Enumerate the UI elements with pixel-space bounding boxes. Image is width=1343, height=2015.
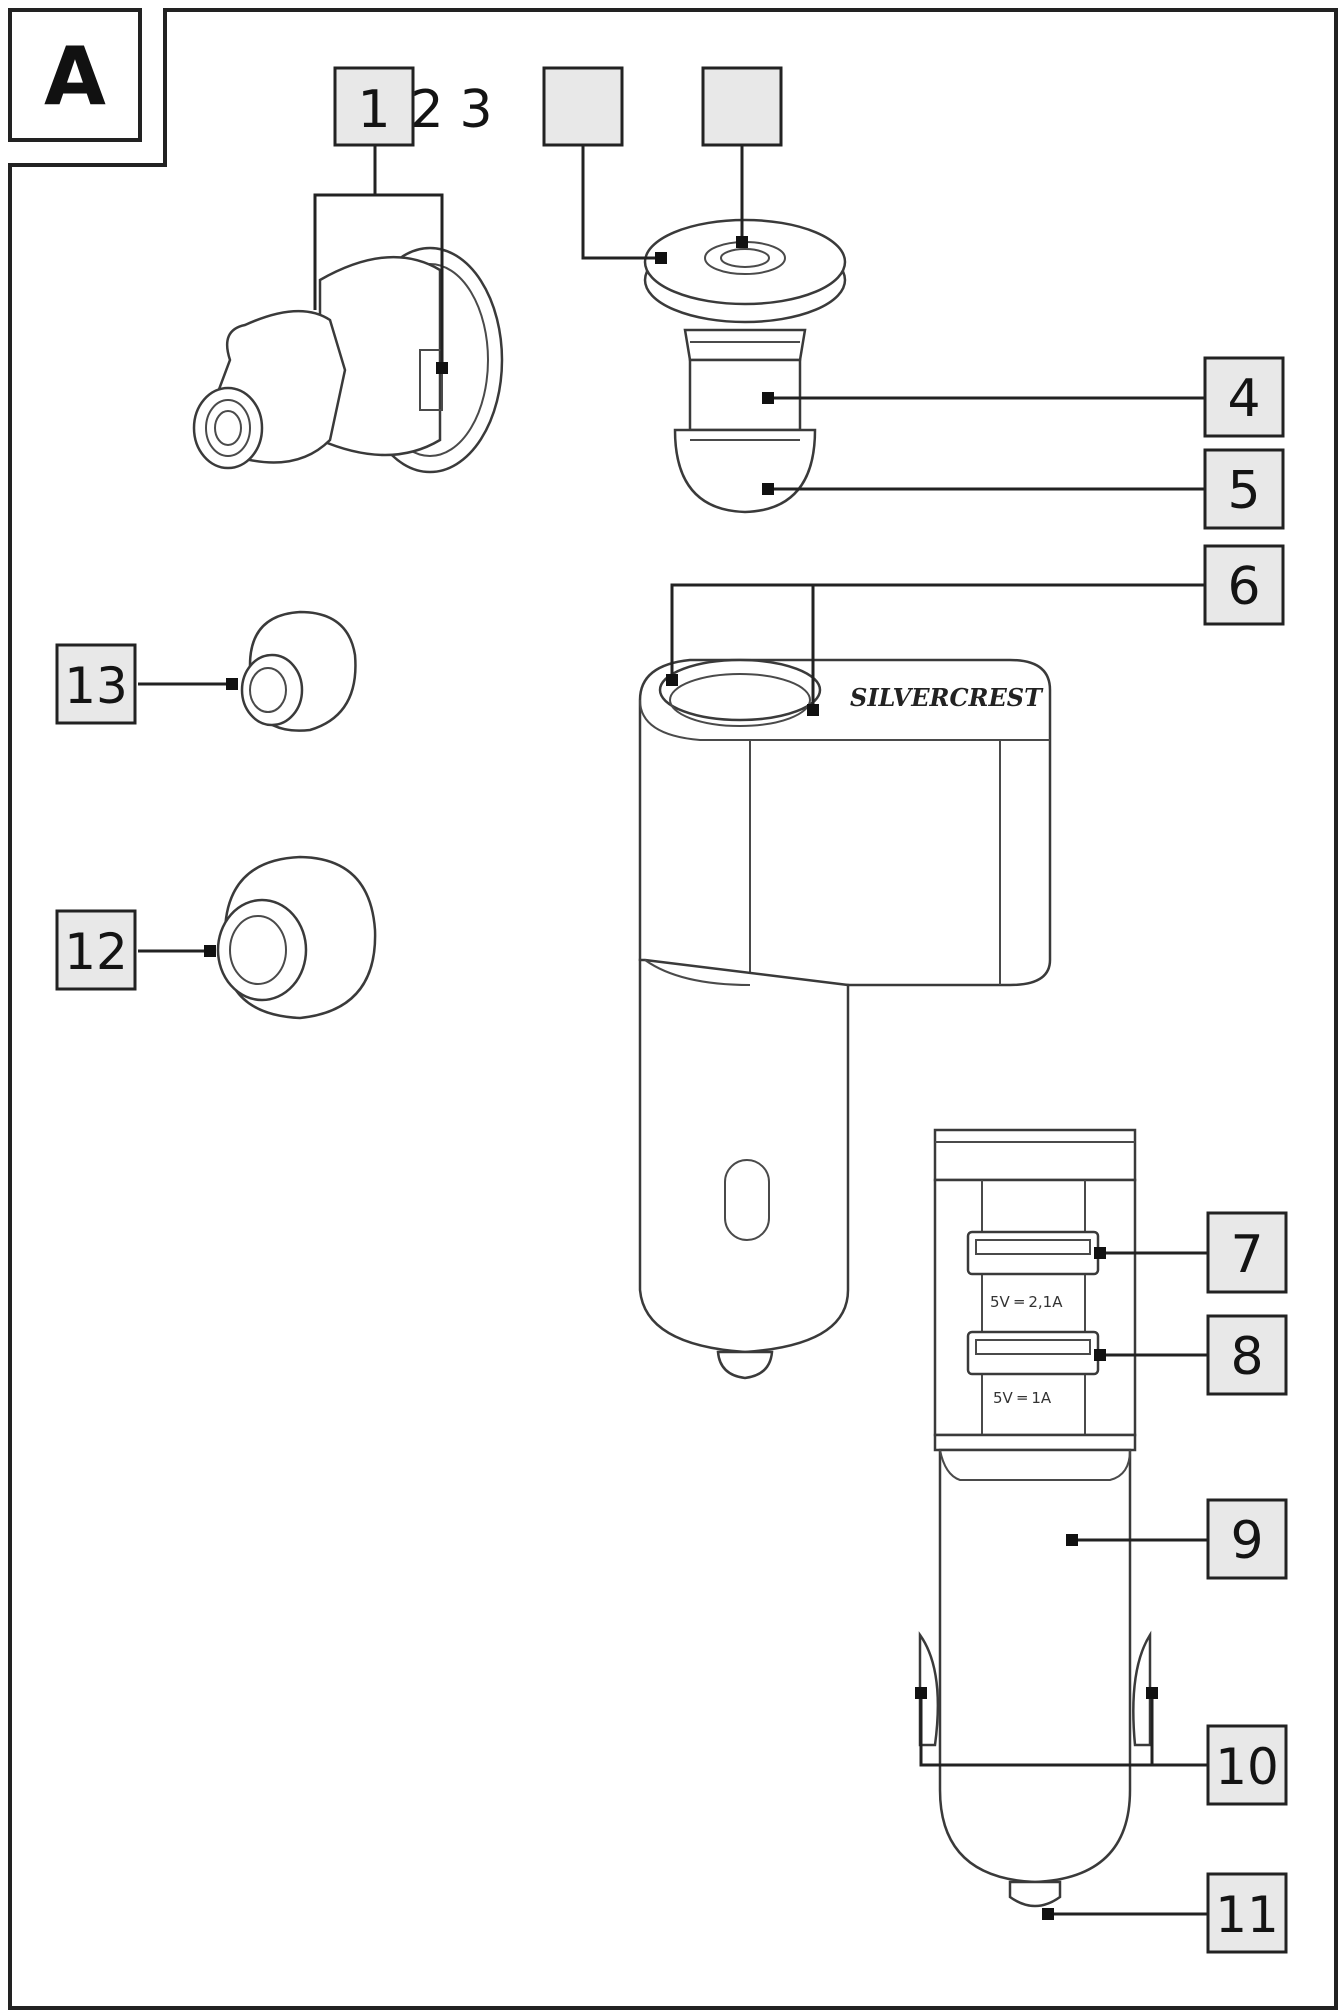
charging-holder: SILVERCREST <box>638 658 1052 1380</box>
callout-5-label: 5 <box>1227 461 1260 521</box>
ear-tip-small <box>240 610 357 732</box>
callout-3-box <box>701 66 783 147</box>
earbud-top-view <box>643 218 847 514</box>
ear-tip-large <box>216 855 377 1020</box>
callout-9: 9 <box>1206 1498 1288 1580</box>
figure-frame: A <box>8 8 1338 2010</box>
callout-7-label: 7 <box>1230 1225 1263 1285</box>
leader-dots <box>204 236 1158 1920</box>
callout-6-label: 6 <box>1227 557 1260 617</box>
callout-13-label: 13 <box>64 657 128 715</box>
callout-11: 11 <box>1206 1872 1288 1954</box>
brand-logo: SILVERCREST <box>850 683 1044 712</box>
callout-1: 1 <box>333 66 415 147</box>
usb-port-2-rating: 5V ═ 1A <box>993 1389 1052 1407</box>
panel-letter: A <box>44 30 106 123</box>
callout-12: 12 <box>55 909 137 991</box>
callout-2-box <box>542 66 624 147</box>
callout-4-label: 4 <box>1227 369 1260 429</box>
callout-4: 4 <box>1203 356 1285 438</box>
callout-7: 7 <box>1206 1211 1288 1294</box>
callout-12-label: 12 <box>64 923 128 981</box>
callout-5: 5 <box>1203 448 1285 530</box>
leader-lines <box>138 145 1208 1916</box>
callout-1-label: 1 <box>357 80 390 140</box>
earbud-side-view <box>192 246 504 474</box>
callout-3-label: 3 <box>459 80 492 140</box>
callout-10: 10 <box>1206 1724 1288 1806</box>
callout-2-label: 2 <box>410 80 443 140</box>
callout-10-label: 10 <box>1215 1738 1279 1796</box>
callout-13: 13 <box>55 643 137 725</box>
callout-11-label: 11 <box>1215 1886 1279 1944</box>
callout-8-label: 8 <box>1230 1327 1263 1387</box>
usb-port-1-rating: 5V ═ 2,1A <box>990 1293 1063 1311</box>
callout-8: 8 <box>1206 1314 1288 1396</box>
callout-6: 6 <box>1203 544 1285 626</box>
callout-9-label: 9 <box>1230 1511 1263 1571</box>
usb-car-charger: 5V ═ 2,1A 5V ═ 1A <box>918 1128 1152 1908</box>
